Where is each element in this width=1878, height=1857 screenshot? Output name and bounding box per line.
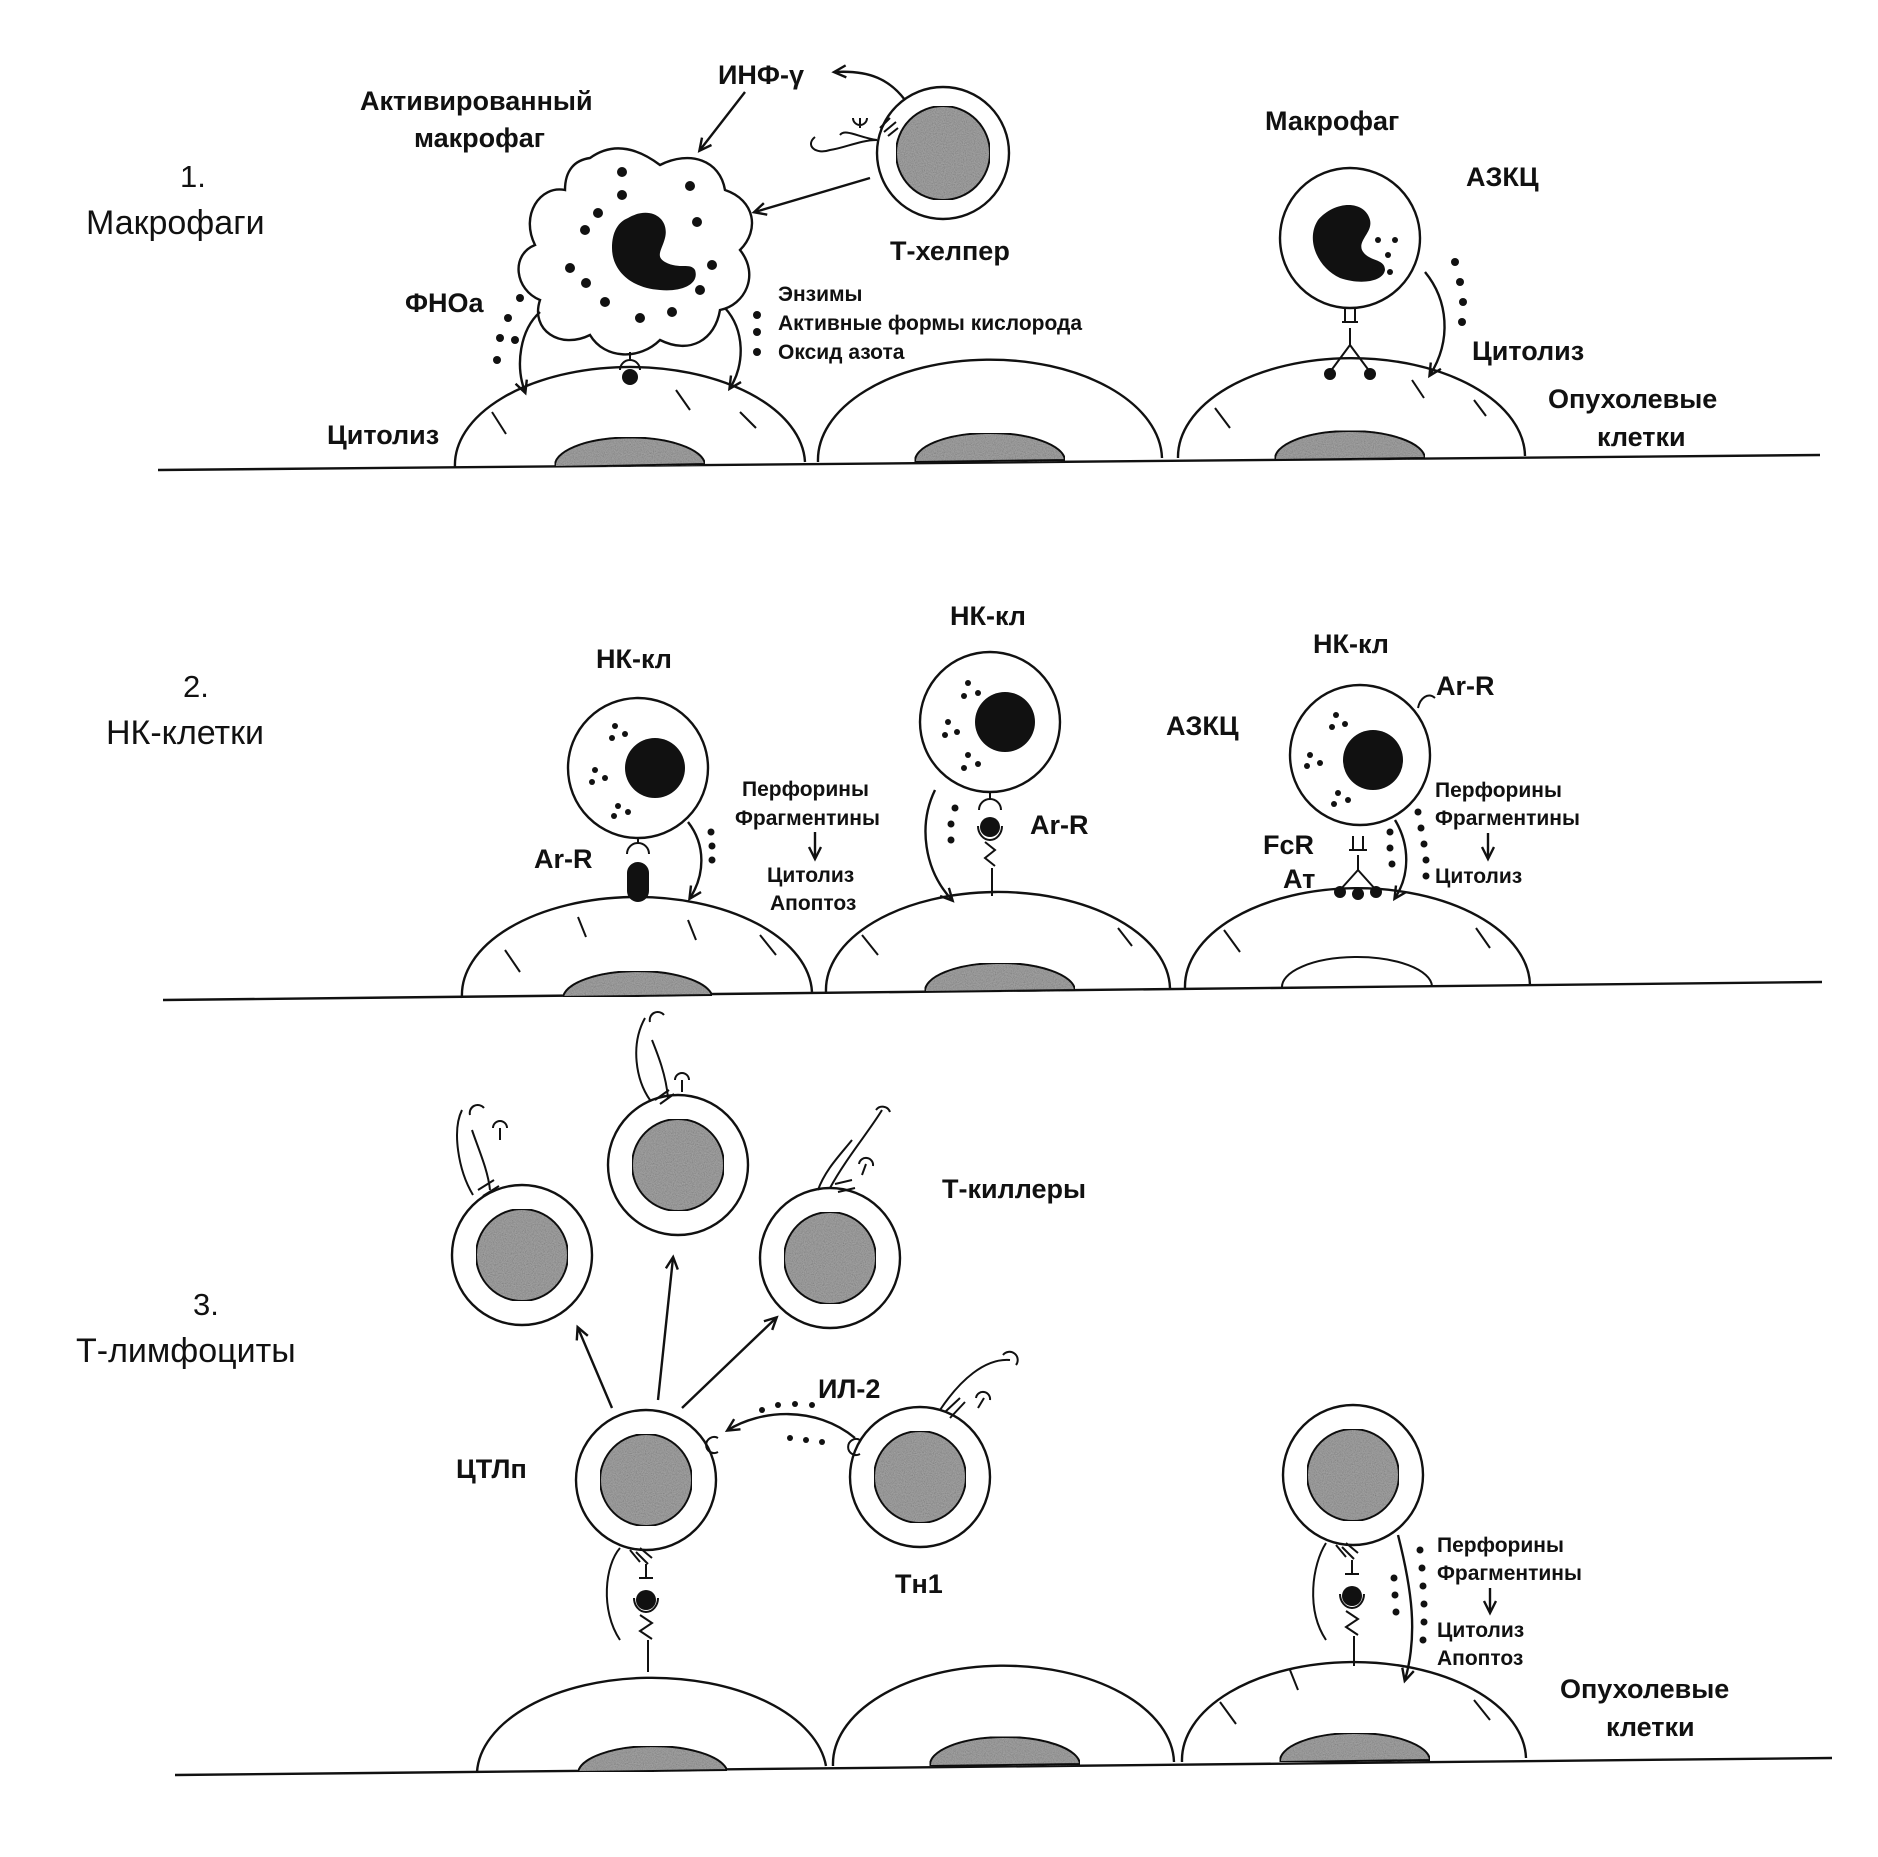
secretion-dots — [947, 804, 959, 844]
section-1-number: 1. — [180, 159, 206, 194]
section-macrophages: 1. Макрофаги — [86, 60, 1821, 472]
secretion-dots — [1451, 258, 1467, 326]
nk1-effect-perforins: Перфорины — [742, 778, 869, 801]
nk1-effect-fragmentins: Фрагментины — [735, 807, 880, 830]
tumor-cell — [475, 1676, 828, 1774]
antibody-label: Ат — [1283, 864, 1315, 894]
nk1-arrow — [687, 821, 703, 898]
t-killers-label: Т-киллеры — [942, 1174, 1086, 1204]
ifn-to-macrophage-arrow — [700, 91, 746, 150]
mediator-enzymes: Энзимы — [778, 283, 862, 306]
secretion-dots — [493, 294, 524, 364]
t-helper-cell — [810, 85, 1011, 221]
t-killer-cytolysis-arrow — [1396, 1534, 1412, 1680]
macrophage-cell — [1278, 166, 1422, 380]
tumor-cell — [831, 1664, 1176, 1768]
nk3-arrow — [1395, 819, 1408, 898]
cytolysis-right-label: Цитолиз — [1472, 336, 1584, 366]
tumor-cells-label-4: клетки — [1606, 1712, 1695, 1742]
macrophage-cytolysis-arrow — [1424, 271, 1446, 375]
baseline-3 — [174, 1756, 1833, 1777]
nk1-effect-apoptosis: Апоптоз — [770, 892, 856, 915]
activated-macrophage — [517, 147, 754, 385]
nk1-effect-cytolysis: Цитолиз — [767, 864, 854, 887]
tumor-cell — [1180, 1660, 1528, 1764]
nk-cell — [566, 696, 710, 902]
nk2-arrow — [924, 789, 952, 900]
tumor-cell — [816, 358, 1164, 464]
adcc-label-2: АЗКЦ — [1166, 711, 1239, 741]
adcc-label-1: АЗКЦ — [1466, 162, 1539, 192]
secretion-dots — [1386, 808, 1430, 880]
ag-r-label-1: Ar-R — [534, 844, 593, 874]
t-effect-perforins: Перфорины — [1437, 1534, 1564, 1557]
section-3-number: 3. — [193, 1287, 219, 1322]
ifn-gamma-arrow — [835, 72, 906, 101]
section-2-title: НК-клетки — [106, 714, 264, 752]
activated-macrophage-label-2: макрофаг — [414, 123, 545, 153]
nk-label-3: НК-кл — [1313, 629, 1389, 659]
t-effect-apoptosis: Апоптоз — [1437, 1647, 1523, 1670]
tumor-cell — [460, 895, 814, 999]
tumor-cell — [824, 890, 1172, 994]
nk-label-1: НК-кл — [596, 644, 672, 674]
tnf-arrow — [520, 311, 541, 392]
il2-arrow — [728, 1412, 856, 1439]
t-killer-cell — [758, 1105, 902, 1330]
section-3-title: Т-лимфоциты — [76, 1332, 296, 1370]
t-effect-cytolysis: Цитолиз — [1437, 1619, 1524, 1642]
fcr-label: FcR — [1263, 830, 1314, 860]
ctlp-to-killer-3-arrow — [681, 1318, 776, 1409]
ag-r-label-3: Ar-R — [1436, 671, 1495, 701]
ifn-gamma-label: ИНФ-γ — [718, 60, 804, 90]
mediator-ros: Активные формы кислорода — [778, 312, 1082, 335]
ctlp-label: ЦТЛп — [456, 1454, 527, 1484]
secretion-dots — [1390, 1546, 1428, 1644]
t-helper-to-macrophage-arrow — [755, 176, 871, 212]
t-effect-fragmentins: Фрагментины — [1437, 1562, 1582, 1585]
tumor-cell — [1176, 356, 1527, 462]
nk-cell — [918, 650, 1062, 896]
cytolysis-left-label: Цитолиз — [327, 420, 439, 450]
t-helper-label: Т-хелпер — [890, 236, 1010, 266]
th1-cell — [847, 1350, 1019, 1549]
mediator-arrow — [724, 307, 742, 388]
mediator-no: Оксид азота — [778, 341, 905, 364]
secretion-dots — [759, 1401, 825, 1445]
il2-label: ИЛ-2 — [818, 1374, 880, 1404]
macrophage-label: Макрофаг — [1265, 106, 1399, 136]
tnf-alpha-label: ФНОа — [405, 288, 485, 318]
tumor-cells-label-3: Опухолевые — [1560, 1674, 1729, 1704]
nk-label-2: НК-кл — [950, 601, 1026, 631]
section-nk-cells: 2. НК-клетки НК-кл — [106, 601, 1823, 1002]
tumor-cells-label-1: Опухолевые — [1548, 384, 1717, 414]
t-killer-cell — [606, 1011, 750, 1237]
ctlp-cell — [574, 1408, 719, 1672]
nk3-effect-fragmentins: Фрагментины — [1435, 807, 1580, 830]
secretion-dots — [753, 311, 761, 356]
activated-macrophage-label-1: Активированный — [360, 86, 593, 116]
t-killer-cell — [1281, 1403, 1425, 1666]
th1-label: Тн1 — [895, 1569, 943, 1599]
tumor-cell — [453, 365, 807, 469]
nk3-effect-cytolysis: Цитолиз — [1435, 865, 1522, 888]
ctlp-to-killer-1-arrow — [578, 1328, 614, 1409]
section-1-title: Макрофаги — [86, 204, 265, 242]
tumor-cells-label-2: клетки — [1597, 422, 1686, 452]
ctlp-to-killer-2-arrow — [656, 1258, 673, 1401]
section-2-number: 2. — [183, 669, 209, 704]
nk3-effect-perforins: Перфорины — [1435, 779, 1562, 802]
tumor-cell — [1183, 887, 1532, 989]
ag-r-label-2: Ar-R — [1030, 810, 1089, 840]
baseline-1 — [157, 453, 1821, 472]
section-t-lymphocytes: 3. Т-лимфоциты — [76, 1011, 1833, 1777]
nk-cell — [1288, 683, 1436, 900]
secretion-dots — [707, 828, 716, 864]
t-killer-cell — [450, 1104, 594, 1327]
